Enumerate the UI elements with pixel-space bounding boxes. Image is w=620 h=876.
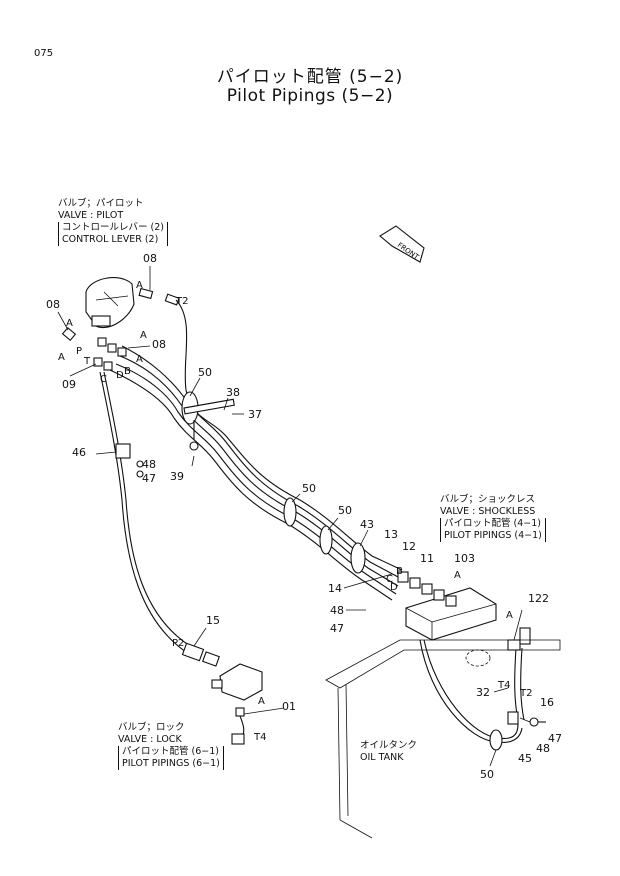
port-letter-a: A bbox=[140, 330, 147, 341]
part-number-08: 08 bbox=[152, 338, 166, 351]
part-number-50: 50 bbox=[480, 768, 494, 781]
part-number-48: 48 bbox=[536, 742, 550, 755]
note-shockless-valve: バルブ；ショックレス VALVE : SHOCKLESS パイロット配管 (4−… bbox=[440, 494, 546, 542]
part-number-15: 15 bbox=[206, 614, 220, 627]
port-letter-t: T bbox=[84, 356, 91, 367]
lock-valve bbox=[211, 663, 263, 745]
port-letter-t4: T4 bbox=[254, 732, 267, 743]
part-number-38: 38 bbox=[226, 386, 240, 399]
part-number-16: 16 bbox=[540, 696, 554, 709]
port-letter-c: C bbox=[386, 574, 393, 585]
part-number-48: 48 bbox=[330, 604, 344, 617]
part-number-32: 32 bbox=[476, 686, 490, 699]
note-lock-valve: バルブ；ロック VALVE : LOCK パイロット配管 (6−1) PILOT… bbox=[118, 722, 224, 770]
note-pilot-valve-ja: バルブ；パイロット bbox=[58, 198, 144, 209]
note-pilot-valve: バルブ；パイロット VALVE : PILOT コントロールレバー (2) CO… bbox=[58, 198, 168, 246]
note-oil-tank-ja: オイルタンク bbox=[360, 740, 418, 751]
oil-tank bbox=[325, 639, 561, 839]
part-number-103: 103 bbox=[454, 552, 475, 565]
part-number-47: 47 bbox=[142, 472, 156, 485]
port-letter-c: C bbox=[100, 374, 107, 385]
port-letter-a: A bbox=[136, 280, 143, 291]
pilot-valve-body bbox=[85, 277, 135, 328]
front-arrow-icon: FRONT bbox=[379, 225, 425, 263]
part-number-43: 43 bbox=[360, 518, 374, 531]
left-hose bbox=[99, 371, 220, 667]
shockless-valve bbox=[397, 571, 497, 641]
part-number-50: 50 bbox=[338, 504, 352, 517]
note-shockless-valve-ref-ja: パイロット配管 (4−1) bbox=[444, 518, 541, 529]
part-number-13: 13 bbox=[384, 528, 398, 541]
pilot-fittings bbox=[61, 287, 180, 371]
part-number-09: 09 bbox=[62, 378, 76, 391]
port-letter-a: A bbox=[454, 570, 461, 581]
note-shockless-valve-en: VALVE : SHOCKLESS bbox=[440, 506, 536, 517]
note-pilot-valve-ref-ja: コントロールレバー (2) bbox=[62, 222, 164, 233]
port-letter-a: A bbox=[258, 696, 265, 707]
port-letter-d: D bbox=[116, 370, 124, 381]
port-letter-b: B bbox=[396, 566, 403, 577]
note-pilot-valve-ref-en: CONTROL LEVER (2) bbox=[62, 234, 159, 245]
leader-lines bbox=[57, 266, 531, 767]
part-number-08: 08 bbox=[143, 252, 157, 265]
port-letter-p2: P2 bbox=[172, 638, 185, 649]
note-oil-tank-en: OIL TANK bbox=[360, 752, 404, 763]
port-letter-t4: T4 bbox=[498, 680, 511, 691]
part-number-47: 47 bbox=[330, 622, 344, 635]
port-letter-d: D bbox=[390, 582, 398, 593]
part-number-45: 45 bbox=[518, 752, 532, 765]
note-shockless-valve-ref-en: PILOT PIPINGS (4−1) bbox=[444, 530, 542, 541]
note-lock-valve-ja: バルブ；ロック bbox=[118, 722, 185, 733]
note-lock-valve-ref: パイロット配管 (6−1) PILOT PIPINGS (6−1) bbox=[118, 746, 224, 770]
tank-hoses bbox=[419, 627, 531, 751]
port-letter-b: B bbox=[124, 366, 131, 377]
port-letter-a: A bbox=[136, 354, 143, 365]
note-oil-tank: オイルタンク OIL TANK bbox=[360, 740, 417, 764]
tank-fitting bbox=[529, 717, 546, 727]
part-number-08: 08 bbox=[46, 298, 60, 311]
part-number-46: 46 bbox=[72, 446, 86, 459]
part-number-47: 47 bbox=[548, 732, 562, 745]
note-lock-valve-en: VALVE : LOCK bbox=[118, 734, 182, 745]
note-lock-valve-ref-ja: パイロット配管 (6−1) bbox=[122, 746, 219, 757]
part-number-14: 14 bbox=[328, 582, 342, 595]
clamps bbox=[181, 391, 366, 574]
part-number-122: 122 bbox=[528, 592, 549, 605]
part-number-39: 39 bbox=[170, 470, 184, 483]
port-letter-a: A bbox=[66, 318, 73, 329]
port-letter-a: A bbox=[506, 610, 513, 621]
part-number-50: 50 bbox=[198, 366, 212, 379]
part-number-50: 50 bbox=[302, 482, 316, 495]
page-number: 075 bbox=[34, 48, 54, 59]
port-letter-p: P bbox=[76, 346, 83, 357]
part-number-48: 48 bbox=[142, 458, 156, 471]
part-number-12: 12 bbox=[402, 540, 416, 553]
port-letter-t2: T2 bbox=[176, 296, 189, 307]
port-letter-a: A bbox=[58, 352, 65, 363]
note-lock-valve-ref-en: PILOT PIPINGS (6−1) bbox=[122, 758, 220, 769]
part-number-37: 37 bbox=[248, 408, 262, 421]
part-number-01: 01 bbox=[282, 700, 296, 713]
page-title-ja: パイロット配管 (5−2) bbox=[216, 67, 404, 87]
note-shockless-valve-ref: パイロット配管 (4−1) PILOT PIPINGS (4−1) bbox=[440, 518, 546, 542]
page-title-en: Pilot Pipings (5−2) bbox=[226, 86, 394, 106]
note-pilot-valve-ref: コントロールレバー (2) CONTROL LEVER (2) bbox=[58, 222, 168, 246]
port-letter-t2: T2 bbox=[520, 688, 533, 699]
note-pilot-valve-en: VALVE : PILOT bbox=[58, 210, 124, 221]
part-number-11: 11 bbox=[420, 552, 434, 565]
note-shockless-valve-ja: バルブ；ショックレス bbox=[440, 494, 536, 505]
